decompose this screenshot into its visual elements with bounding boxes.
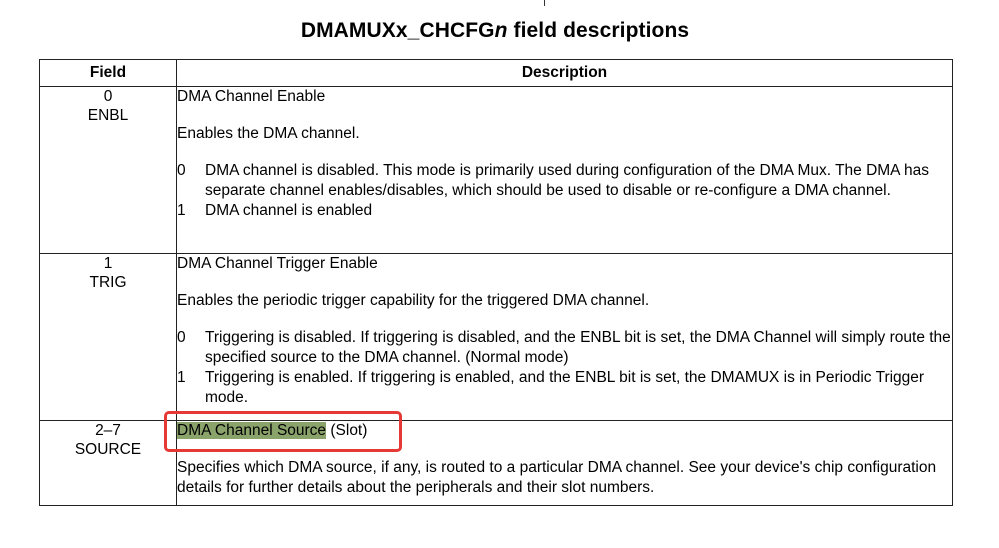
field-cell: 0 ENBL	[39, 86, 177, 254]
option-value: 0	[177, 329, 186, 346]
option-text: DMA channel is disabled. This mode is pr…	[205, 162, 929, 199]
header-field: Field	[39, 59, 177, 87]
description-summary: Specifies which DMA source, if any, is r…	[177, 459, 937, 496]
description-cell: DMA Channel Source (Slot) Specifies whic…	[176, 420, 953, 506]
field-bits: 1	[103, 255, 113, 272]
header-description: Description	[176, 59, 953, 87]
description-summary: Enables the periodic trigger capability …	[177, 292, 650, 309]
field-cell: 1 TRIG	[39, 253, 177, 421]
description-cell: DMA Channel Enable Enables the DMA chann…	[176, 86, 953, 254]
field-name: ENBL	[87, 107, 129, 124]
title-italic: n	[494, 19, 508, 42]
option-text: Triggering is enabled. If triggering is …	[205, 369, 925, 406]
field-descriptions-table: Field Description 0 ENBL DMA Channel Ena…	[39, 59, 953, 506]
description-cell: DMA Channel Trigger Enable Enables the p…	[176, 253, 953, 421]
option-value: 1	[177, 369, 186, 386]
field-bits: 2–7	[95, 422, 121, 439]
table-row-enbl: 0 ENBL DMA Channel Enable Enables the DM…	[39, 86, 953, 254]
description-name: DMA Channel Source (Slot)	[177, 421, 952, 441]
table-title: DMAMUXx_CHCFGn field descriptions	[0, 19, 990, 43]
option-value: 1	[177, 202, 186, 219]
field-name: SOURCE	[74, 441, 142, 458]
description-name: DMA Channel Trigger Enable	[177, 255, 378, 272]
table-row-trig: 1 TRIG DMA Channel Trigger Enable Enable…	[39, 253, 953, 421]
field-bits: 0	[103, 88, 113, 105]
option-value: 0	[177, 162, 186, 179]
annotation-highlight-box	[164, 411, 402, 452]
option-text: DMA channel is enabled	[205, 202, 373, 219]
option-row: 1 Triggering is enabled. If triggering i…	[177, 368, 952, 408]
table-row-source: 2–7 SOURCE DMA Channel Source (Slot) Spe…	[39, 420, 953, 506]
title-rest: field descriptions	[507, 19, 690, 42]
option-text: Triggering is disabled. If triggering is…	[205, 329, 951, 366]
highlighted-text: DMA Channel Source	[177, 422, 327, 439]
field-name: TRIG	[89, 274, 127, 291]
option-row: 1 DMA channel is enabled	[177, 201, 952, 221]
option-row: 0 DMA channel is disabled. This mode is …	[177, 161, 952, 201]
name-suffix: (Slot)	[326, 422, 368, 439]
title-main: DMAMUXx_CHCFG	[300, 19, 495, 42]
option-row: 0 Triggering is disabled. If triggering …	[177, 328, 952, 368]
field-cell: 2–7 SOURCE	[39, 420, 177, 506]
page-tick-mark	[544, 0, 545, 6]
table-header-row: Field Description	[39, 59, 953, 87]
description-name: DMA Channel Enable	[177, 88, 326, 105]
description-summary: Enables the DMA channel.	[177, 125, 360, 142]
